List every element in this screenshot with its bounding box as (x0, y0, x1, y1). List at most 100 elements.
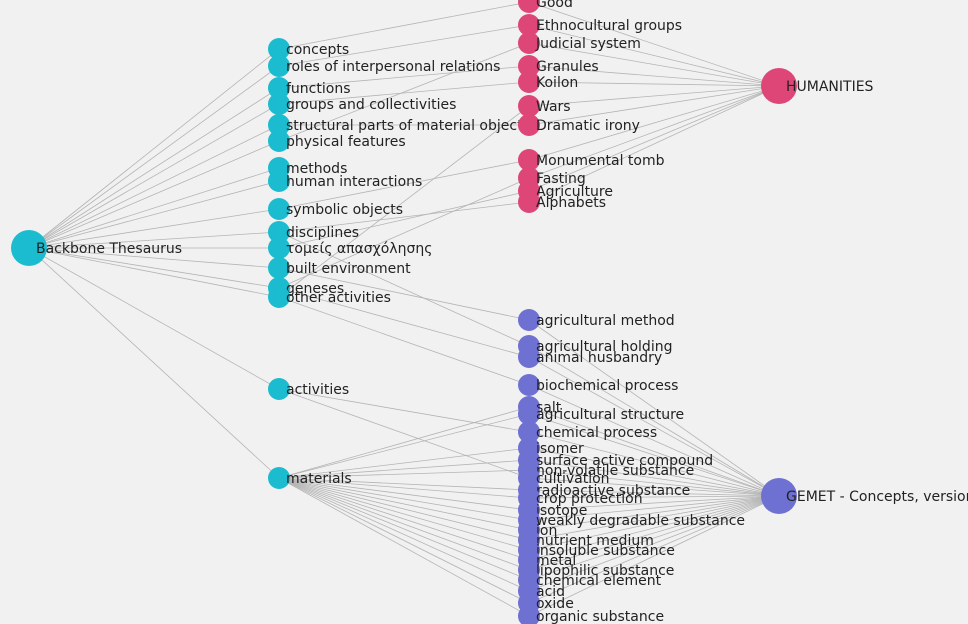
link-cross-5 (278, 42, 530, 142)
node-gem-weakly-degradable-substance-label: weakly degradable substance (536, 513, 745, 529)
link-bt-concepts (28, 48, 280, 249)
node-bt-physical-features-circle[interactable] (268, 130, 290, 152)
node-hum-koilon-circle[interactable] (518, 71, 540, 93)
node-gem-isomer-label: isomer (536, 441, 584, 457)
root-node-backbone-thesaurus[interactable]: Backbone Thesaurus (11, 230, 182, 266)
node-hum-granules-circle[interactable] (518, 55, 540, 77)
node-gem-agricultural-structure-circle[interactable] (518, 403, 540, 425)
node-gem-chemical-element-label: chemical element (536, 573, 662, 589)
root-node-humanities[interactable]: HUMANITIES (761, 68, 874, 104)
node-bt-symbolic-objects-label: symbolic objects (286, 202, 403, 218)
node-hum-wars-label: Wars (536, 99, 571, 115)
node-gem-agricultural-structure[interactable]: agricultural structure (518, 403, 684, 425)
node-bt-functions-circle[interactable] (268, 77, 290, 99)
node-hum-ethnocultural-groups[interactable]: Ethnocultural groups (518, 14, 682, 36)
node-bt-activities-circle[interactable] (268, 378, 290, 400)
node-bt-structural-parts-of-material-objects-circle[interactable] (268, 114, 290, 136)
node-gem-organic-substance-circle[interactable] (518, 605, 540, 624)
node-hum-dramatic-irony-circle[interactable] (518, 114, 540, 136)
root-node-gemet-concepts-version[interactable]: GEMET - Concepts, version (761, 478, 968, 514)
node-gem-isotope-label: isotope (536, 503, 587, 519)
node-hum-alphabets[interactable]: Alphabets (518, 191, 606, 213)
node-gem-surface-active-compound-label: surface active compound (536, 453, 713, 469)
node-gem-chemical-process[interactable]: chemical process (518, 421, 657, 443)
node-bt-materials-circle[interactable] (268, 467, 290, 489)
node-bt-structural-parts-of-material-objects[interactable]: structural parts of material objects (268, 114, 530, 136)
node-hum-good-circle[interactable] (518, 0, 540, 13)
node-hum-alphabets-circle[interactable] (518, 191, 540, 213)
link-gem-insoluble-substance (528, 495, 780, 551)
node-bt-symbolic-objects-circle[interactable] (268, 198, 290, 220)
node-bt-term-10[interactable]: τομείς απασχόλησης (268, 237, 432, 259)
link-hum-monumental-tomb (528, 85, 780, 161)
node-gem-agricultural-method-circle[interactable] (518, 309, 540, 331)
node-bt-other-activities-circle[interactable] (268, 286, 290, 308)
link-gem-agricultural-holding (528, 345, 780, 497)
node-bt-disciplines[interactable]: disciplines (268, 221, 359, 243)
node-bt-symbolic-objects[interactable]: symbolic objects (268, 198, 403, 220)
node-bt-functions[interactable]: functions (268, 77, 350, 99)
node-hum-monumental-tomb-circle[interactable] (518, 149, 540, 171)
node-hum-wars-circle[interactable] (518, 95, 540, 117)
node-bt-physical-features-label: physical features (286, 134, 406, 150)
node-bt-concepts-circle[interactable] (268, 38, 290, 60)
node-bt-built-environment-circle[interactable] (268, 257, 290, 279)
node-hum-granules[interactable]: Granules (518, 55, 599, 77)
node-bt-roles-of-interpersonal-relations-circle[interactable] (268, 55, 290, 77)
link-gem-isotope (528, 495, 780, 511)
link-cross-32 (278, 477, 530, 604)
node-bt-materials[interactable]: materials (268, 467, 352, 489)
node-hum-koilon-label: Koilon (536, 75, 578, 91)
node-hum-wars[interactable]: Wars (518, 95, 571, 117)
link-gem-chemical-element (528, 495, 780, 581)
node-hum-judicial-system[interactable]: Judicial system (518, 32, 641, 54)
node-bt-term-10-circle[interactable] (268, 237, 290, 259)
node-bt-human-interactions[interactable]: human interactions (268, 170, 422, 192)
node-hum-ethnocultural-groups-circle[interactable] (518, 14, 540, 36)
node-bt-disciplines-circle[interactable] (268, 221, 290, 243)
node-bt-other-activities[interactable]: other activities (268, 286, 391, 308)
link-bt-groups-and-collectivities (28, 103, 280, 249)
node-hum-dramatic-irony-label: Dramatic irony (536, 118, 640, 134)
node-bt-groups-and-collectivities[interactable]: groups and collectivities (268, 93, 456, 115)
node-gem-salt-label: salt (536, 400, 562, 416)
link-cross-1 (278, 24, 530, 67)
node-hum-judicial-system-circle[interactable] (518, 32, 540, 54)
node-gem-animal-husbandry-label: animal husbandry (536, 350, 662, 366)
node-bt-roles-of-interpersonal-relations-label: roles of interpersonal relations (286, 59, 500, 75)
link-bt-geneses (28, 247, 280, 289)
node-hum-koilon[interactable]: Koilon (518, 71, 578, 93)
link-cross-34 (278, 231, 530, 347)
node-hum-alphabets-label: Alphabets (536, 195, 606, 211)
node-hum-dramatic-irony[interactable]: Dramatic irony (518, 114, 640, 136)
node-hum-agriculture-label: Agriculture (536, 184, 613, 200)
link-cross-25 (278, 477, 530, 531)
node-bt-human-interactions-circle[interactable] (268, 170, 290, 192)
node-gem-animal-husbandry[interactable]: animal husbandry (518, 346, 662, 368)
node-gem-radioactive-substance-label: radioactive substance (536, 483, 690, 499)
node-bt-concepts[interactable]: concepts (268, 38, 349, 60)
node-gem-biochemical-process-circle[interactable] (518, 374, 540, 396)
link-bt-roles-of-interpersonal-relations (28, 65, 280, 249)
root-node-gemet-concepts-version-circle[interactable] (761, 478, 797, 514)
node-hum-good[interactable]: Good (518, 0, 573, 13)
node-bt-concepts-label: concepts (286, 42, 349, 58)
node-hum-monumental-tomb[interactable]: Monumental tomb (518, 149, 665, 171)
node-bt-physical-features[interactable]: physical features (268, 130, 406, 152)
node-gem-biochemical-process[interactable]: biochemical process (518, 374, 678, 396)
node-gem-organic-substance[interactable]: organic substance (518, 605, 664, 624)
node-gem-agricultural-method[interactable]: agricultural method (518, 309, 675, 331)
link-cross-0 (278, 1, 530, 50)
node-bt-groups-and-collectivities-circle[interactable] (268, 93, 290, 115)
node-bt-activities[interactable]: activities (268, 378, 349, 400)
link-bt-functions (28, 87, 280, 249)
root-node-humanities-circle[interactable] (761, 68, 797, 104)
node-gem-animal-husbandry-circle[interactable] (518, 346, 540, 368)
root-node-backbone-thesaurus-circle[interactable] (11, 230, 47, 266)
node-bt-roles-of-interpersonal-relations[interactable]: roles of interpersonal relations (268, 55, 500, 77)
node-bt-built-environment[interactable]: built environment (268, 257, 411, 279)
root-node-humanities-label: HUMANITIES (786, 79, 874, 95)
node-gem-chemical-process-circle[interactable] (518, 421, 540, 443)
